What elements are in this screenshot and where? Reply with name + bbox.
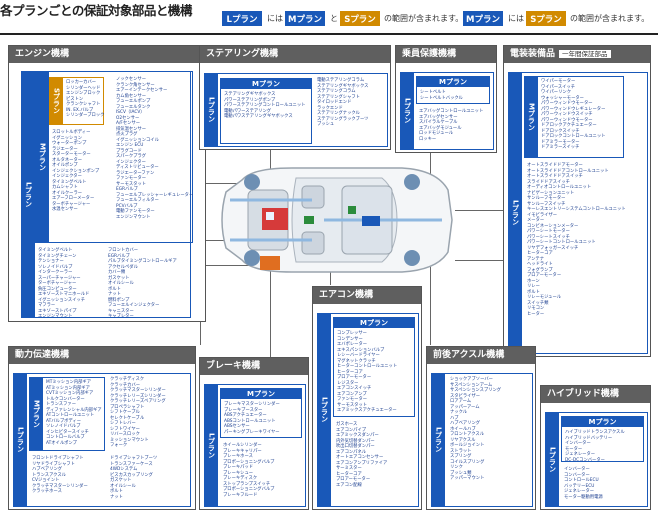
electrical-l-plan-label: Lプラン [509, 73, 522, 353]
header-text-2: と [330, 14, 338, 23]
occupant-l-plan-frame: Lプラン Mプラン シートベルトシートベルトバックル エアバッグコントロールユニ… [400, 72, 494, 150]
occupant-title: 乗員保護機構 [396, 46, 496, 63]
brake-l-list: ホイールシリンダーブレーキキャリパーブレーキホースプロポーショニングバルブブレー… [223, 443, 275, 498]
engine-title: エンジン機構 [9, 46, 205, 63]
m-plan-tag-2: Mプラン [463, 11, 503, 26]
electrical-m-list: ワイパーモーターワイパースイッチワイパーリンクウォッシャーモーターパワーウィンド… [541, 79, 606, 150]
electrical-l-list: オートスライドドアモーターオートスライドドアコントロールユニットオートスライドド… [527, 163, 626, 317]
page-title: 各プランごとの保証対象部品と機構 [0, 3, 192, 18]
aircon-m-list: コンプレッサーコンデンサーエバポレーターエキスパンションバルブレシーバードライヤ… [337, 331, 398, 413]
occupant-l-list: エアバッグコントロールユニットエアバッグセンサースパイラルケーブルエアバッグモジ… [419, 109, 484, 142]
electrical-m-plan-label: Mプラン [525, 77, 538, 157]
header-text-5: の範囲が含まれます。 [570, 14, 650, 23]
aircon-m-plan-label: Mプラン [334, 318, 414, 328]
steering-m-plan-label: Mプラン [221, 79, 311, 89]
steering-title: ステアリング機構 [200, 46, 390, 63]
electrical-title: 電装装備品一年間保証部品 [504, 46, 650, 63]
hybrid-m-plan-frame: Mプラン ハイブリッドトランスアクスルハイブリッドバッテリーインバーターモーター… [561, 416, 644, 463]
hybrid-l-plan-frame: Lプラン Mプラン ハイブリッドトランスアクスルハイブリッドバッテリーインバータ… [545, 412, 648, 507]
header-text-1: には [267, 14, 283, 23]
drive-title: 動力伝達機構 [9, 347, 195, 364]
steering-l-plan-label: Lプラン [205, 74, 218, 146]
occupant-m-plan-label: Mプラン [417, 77, 489, 87]
brake-l-plan-label: Lプラン [205, 385, 218, 506]
electrical-title-text: 電装装備品 [510, 49, 556, 59]
engine-m-list-a: スロットルボディーイグニッションウォーターポンプラジエータースターターモーターオ… [52, 130, 100, 212]
steering-l-plan-frame: Lプラン Mプラン ステアリングギヤボックスパワーステアリングポンプパワーステア… [204, 73, 388, 147]
one-year-warranty-badge: 一年間保証部品 [559, 50, 611, 58]
l-plan-tag: Lプラン [222, 11, 262, 26]
occupant-panel: 乗員保護機構 Lプラン Mプラン シートベルトシートベルトバックル エアバッグコ… [395, 45, 497, 153]
electrical-l-plan-frame: Lプラン Mプラン ワイパーモーターワイパースイッチワイパーリンクウォッシャーモ… [508, 72, 648, 354]
hybrid-m-list: ハイブリッドトランスアクスルハイブリッドバッテリーインバーターモータージェネレー… [565, 430, 625, 463]
engine-s-plan-label: Sプラン [50, 78, 63, 124]
hybrid-l-plan-label: Lプラン [546, 413, 559, 506]
occupant-m-list: シートベルトシートベルトバックル [420, 90, 463, 101]
brake-m-plan-label: Mプラン [221, 389, 301, 399]
header-text-3: の範囲が含まれます。 [384, 14, 464, 23]
steering-panel: ステアリング機構 Lプラン Mプラン ステアリングギヤボックスパワーステアリング… [199, 45, 391, 150]
header-divider [0, 33, 658, 35]
electrical-m-plan-frame: Mプラン ワイパーモーターワイパースイッチワイパーリンクウォッシャーモーターパワ… [524, 76, 624, 158]
occupant-m-plan-frame: Mプラン シートベルトシートベルトバックル [416, 76, 490, 104]
steering-m-list: ステアリングギヤボックスパワーステアリングポンプパワーステアリングコントロールユ… [224, 92, 306, 119]
drive-m-list-b: クラッチディスククラッチカバークラッチマスターシリンダークラッチレリーズシリンダ… [110, 377, 166, 448]
drive-l-plan-label: Lプラン [14, 374, 27, 506]
steering-l-list: 電動ステアリングコラムステアリングギヤボックスステアリングコラムステアリングシャ… [317, 78, 369, 127]
aircon-l-plan-label: Lプラン [318, 314, 331, 506]
axle-l-plan-label: Lプラン [432, 374, 445, 506]
drive-m-plan-label: Mプラン [30, 378, 43, 450]
hybrid-m-plan-label: Mプラン [562, 417, 643, 427]
axle-l-plan-frame: Lプラン ショックアブソーバーサスペンションアームサスペンションスプリングスタビ… [431, 373, 533, 507]
engine-l-plan-frame: Lプラン Mプラン Sプラン ロッカーカバーシリンダーヘッドエンジンブロックピス… [21, 71, 193, 319]
steering-m-plan-frame: Mプラン ステアリングギヤボックスパワーステアリングポンプパワーステアリングコン… [220, 78, 312, 144]
brake-title: ブレーキ機構 [200, 358, 308, 375]
hybrid-title: ハイブリッド機構 [541, 386, 650, 403]
hybrid-panel: ハイブリッド機構 Lプラン Mプラン ハイブリッドトランスアクスルハイブリッドバ… [540, 385, 651, 510]
engine-l-plan-label: Lプラン [22, 72, 35, 317]
engine-panel: エンジン機構 Lプラン Mプラン Sプラン ロッカーカバーシリンダーヘッドエンジ… [8, 45, 206, 322]
aircon-panel: エアコン機構 Lプラン Mプラン コンプレッサーコンデンサーエバポレーターエキス… [312, 286, 422, 510]
engine-l-list-a: タイミングベルトタイミングチェーンテンショナーソレノイドバルブインタークーラース… [38, 248, 90, 319]
aircon-m-plan-frame: Mプラン コンプレッサーコンデンサーエバポレーターエキスパンションバルブレシーバ… [333, 317, 415, 417]
electrical-panel: 電装装備品一年間保証部品 Lプラン Mプラン ワイパーモーターワイパースイッチワ… [503, 45, 651, 357]
aircon-l-plan-frame: Lプラン Mプラン コンプレッサーコンデンサーエバポレーターエキスパンションバル… [317, 313, 419, 507]
aircon-title: エアコン機構 [313, 287, 421, 304]
engine-m-plan-label: Mプラン [36, 72, 49, 242]
engine-m-list-b: ノックセンサークランク角センサーエアーインテークセンサーカム角センサーフューエル… [116, 77, 194, 220]
header-text-4: には [508, 14, 524, 23]
s-plan-tag-2: Sプラン [526, 11, 566, 26]
car-illustration [221, 167, 453, 273]
axle-l-list: ショックアブソーバーサスペンションアームサスペンションスプリングスタビライザーロ… [450, 377, 502, 481]
occupant-l-plan-label: Lプラン [401, 73, 414, 149]
engine-s-plan-frame: Sプラン ロッカーカバーシリンダーヘッドエンジンブロックピストンクランクシャフト… [49, 77, 104, 125]
axle-panel: 前後アクスル機構 Lプラン ショックアブソーバーサスペンションアームサスペンショ… [426, 346, 536, 510]
engine-m-plan-frame: Mプラン Sプラン ロッカーカバーシリンダーヘッドエンジンブロックピストンクラン… [35, 71, 193, 243]
m-plan-tag: Mプラン [285, 11, 325, 26]
axle-title: 前後アクスル機構 [427, 347, 535, 364]
aircon-l-list: ガスホースエアコンパイプエアミックスダンパー内外気切替ダンパー吹出口切替ダンパー… [336, 422, 388, 488]
s-plan-tag: Sプラン [340, 11, 380, 26]
